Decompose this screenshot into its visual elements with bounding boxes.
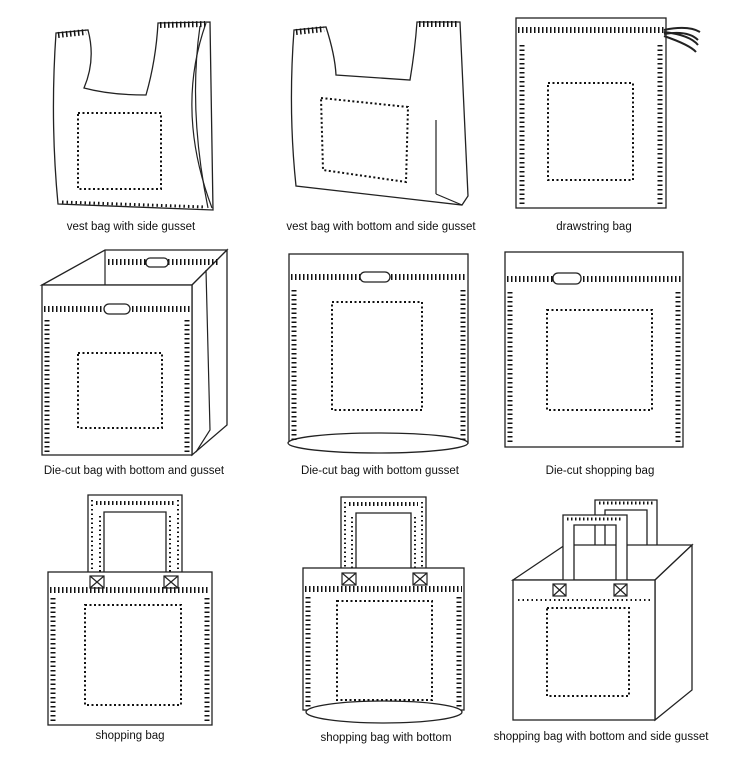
bag-label: vest bag with bottom and side gusset — [286, 221, 476, 233]
die-cut-bag-bottom-gusset-drawing — [287, 253, 469, 454]
bag-label: shopping bag with bottom — [320, 732, 452, 744]
bag-label: Die-cut shopping bag — [545, 465, 655, 477]
bag-label: Die-cut bag with bottom gusset — [301, 465, 459, 477]
bag-label: vest bag with side gusset — [66, 221, 196, 233]
shopping-bag-bottom-side-gusset-drawing — [510, 499, 694, 722]
vest-bag-bottom-side-gusset-drawing — [290, 21, 469, 206]
vest-bag-side-gusset-drawing — [52, 21, 214, 211]
bag-label: drawstring bag — [556, 221, 632, 233]
shopping-bag-bottom-drawing — [302, 496, 465, 724]
bag-label: shopping bag with bottom and side gusset — [493, 731, 709, 743]
bag-label: shopping bag — [95, 730, 165, 742]
drawstring-bag-drawing — [515, 17, 701, 209]
die-cut-bag-bottom-gusset-drawing — [39, 248, 229, 457]
bag-label: Die-cut bag with bottom and gusset — [43, 465, 225, 477]
shopping-bag-drawing — [47, 494, 213, 726]
die-cut-shopping-bag-drawing — [504, 251, 684, 448]
